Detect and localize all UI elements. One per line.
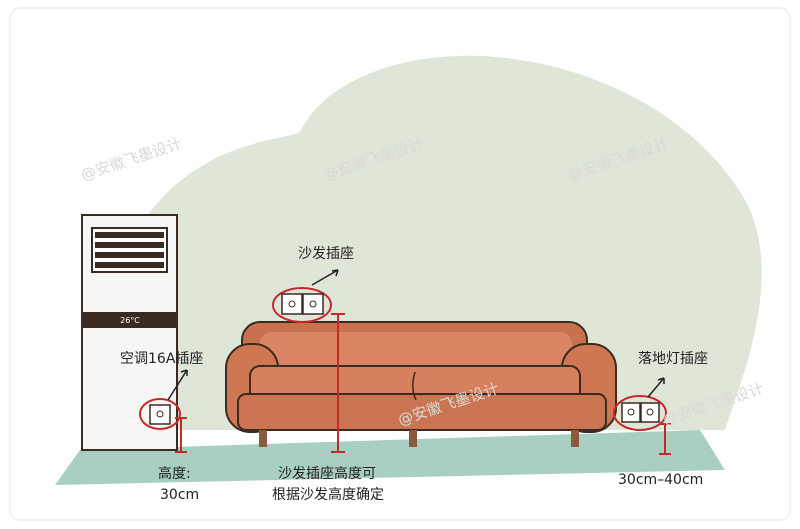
sofa xyxy=(225,321,617,447)
sofa-socket-pointer xyxy=(311,269,339,286)
sofa-note-line1: 沙发插座高度可 xyxy=(278,466,376,482)
ac-socket-height-marker xyxy=(175,417,187,453)
floor-lamp-socket-label: 落地灯插座 xyxy=(638,351,708,367)
sofa-socket-height-marker xyxy=(331,313,345,453)
sofa-socket-outlet xyxy=(272,287,332,323)
ac-height-label: 高度: xyxy=(158,466,191,482)
ac-socket-label: 空调16A插座 xyxy=(120,351,204,367)
floor-lamp-height-value: 30cm–40cm xyxy=(618,472,704,488)
sofa-socket-label: 沙发插座 xyxy=(298,246,354,262)
ac-height-value: 30cm xyxy=(160,487,200,503)
ac-vent-grille xyxy=(91,227,168,273)
floor-lamp-socket-pointer xyxy=(647,377,665,398)
floor-rug xyxy=(55,430,725,485)
ac-socket-outlet xyxy=(139,398,181,430)
floor-lamp-socket-outlet xyxy=(613,395,667,431)
sofa-note-line2: 根据沙发高度确定 xyxy=(272,487,384,503)
floor-lamp-socket-height-marker xyxy=(659,423,671,455)
ac-panel-text: 26°C xyxy=(120,316,140,325)
ac-socket-pointer xyxy=(167,369,188,401)
